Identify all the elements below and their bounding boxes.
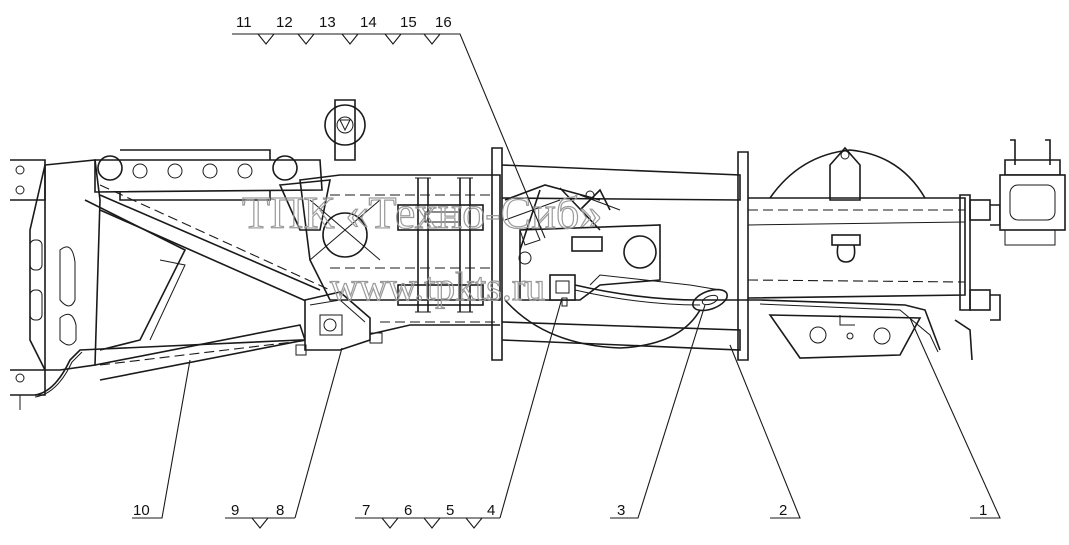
callout-1: 1 <box>979 502 987 519</box>
callout-6: 6 <box>404 502 412 519</box>
callout-3: 3 <box>617 502 625 519</box>
watermark-line-2: www.tpkts.ru <box>330 264 545 309</box>
callout-13: 13 <box>319 14 336 31</box>
callout-5: 5 <box>446 502 454 519</box>
callout-7: 7 <box>362 502 370 519</box>
callout-2: 2 <box>779 502 787 519</box>
left-a-frame <box>10 149 500 410</box>
central-frame <box>299 99 760 361</box>
watermark-line-1: ТПК «Техно-Сиб» <box>242 187 602 238</box>
right-frame <box>747 139 1066 361</box>
callout-15: 15 <box>400 14 417 31</box>
callout-8: 8 <box>276 502 284 519</box>
callout-14: 14 <box>360 14 377 31</box>
clamp-block <box>295 291 383 356</box>
callout-9: 9 <box>231 502 239 519</box>
callout-11: 11 <box>236 14 252 31</box>
callout-12: 12 <box>276 14 293 31</box>
callout-10: 10 <box>133 502 150 519</box>
callout-labels: 11 12 13 14 15 16 10 9 8 7 6 5 4 3 2 1 <box>133 14 987 519</box>
leader-lines <box>132 33 1001 529</box>
callout-16: 16 <box>435 14 452 31</box>
callout-4: 4 <box>487 502 495 519</box>
